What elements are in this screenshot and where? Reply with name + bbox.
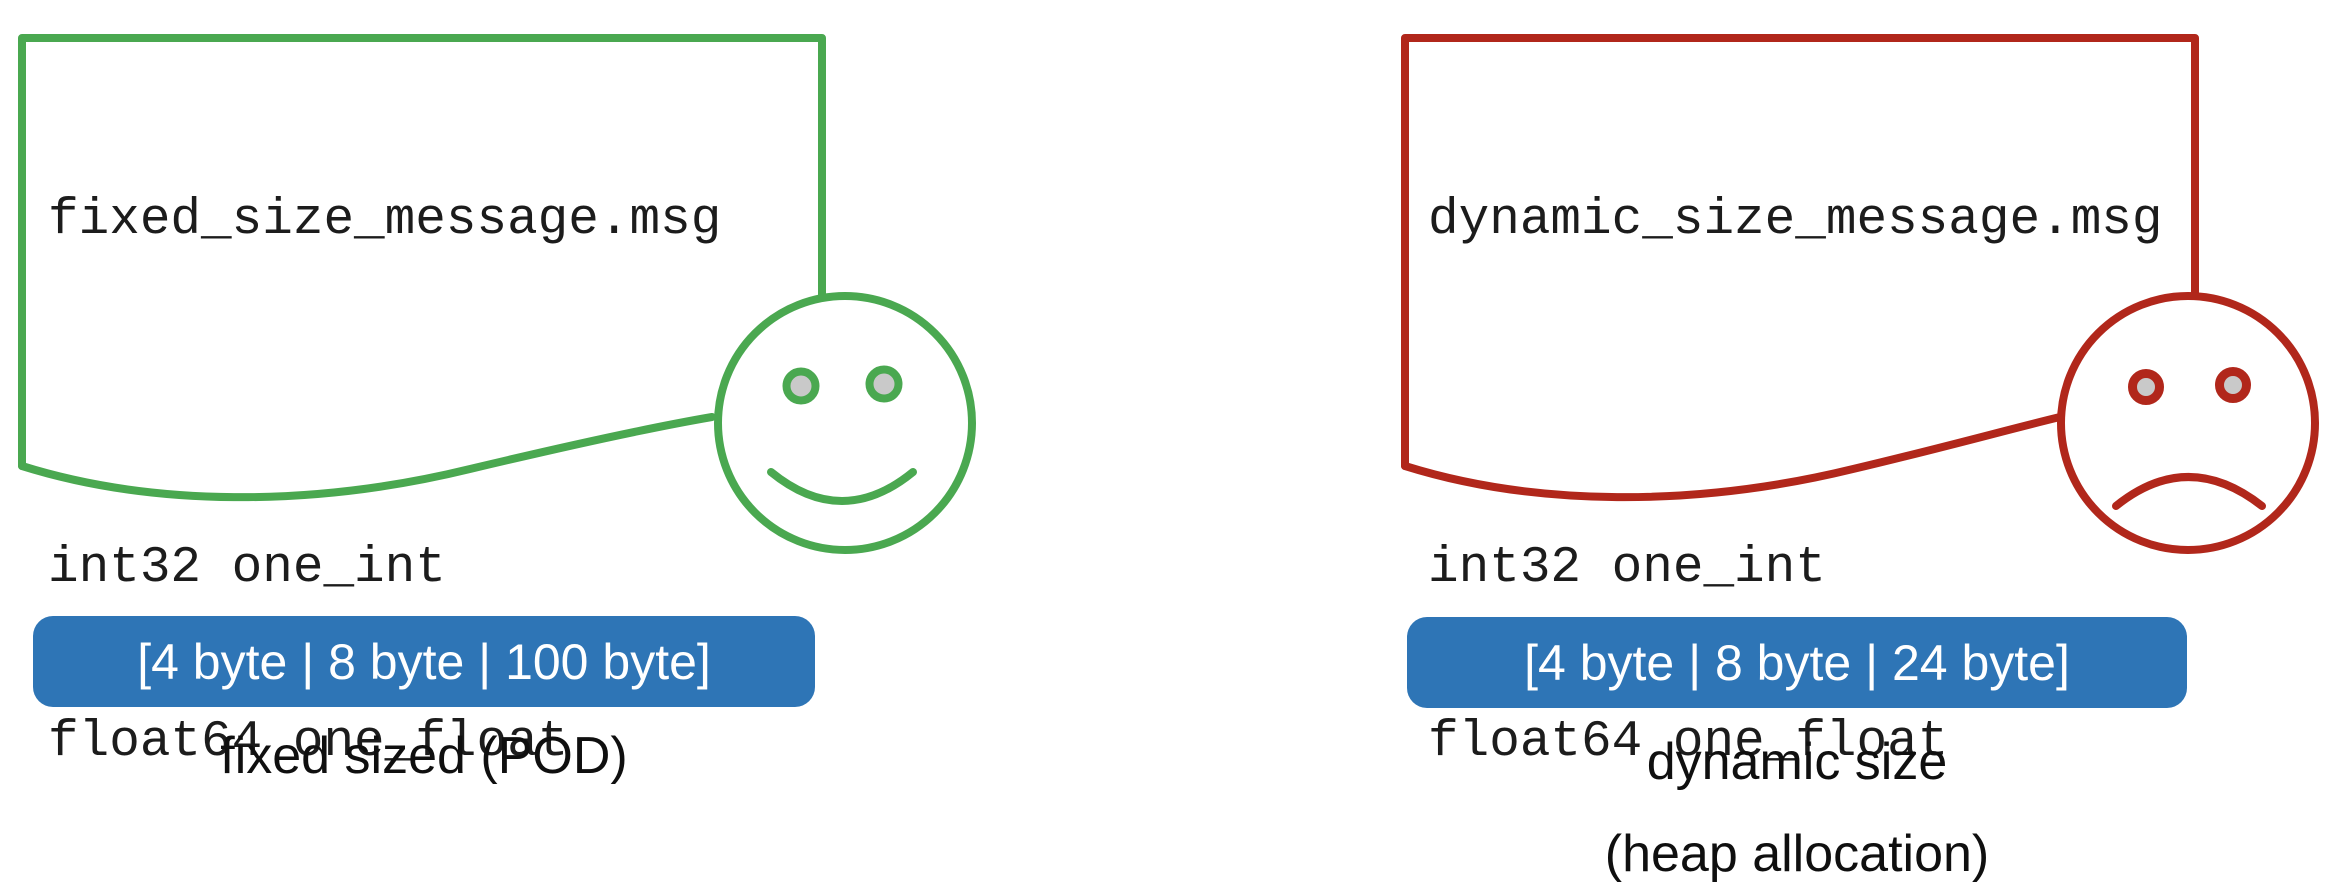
dynamic-size-byte-badge: [4 byte | 8 byte | 24 byte]	[1407, 617, 2187, 708]
dynamic-size-caption: dynamic size (heap allocation)	[1407, 716, 2187, 884]
happy-face-head	[714, 292, 976, 554]
dynamic-int-field: int32 one_int	[1428, 540, 1826, 597]
sad-face-right-eye	[2215, 367, 2251, 403]
happy-face-left-eye	[782, 367, 820, 405]
sad-face-icon	[2057, 292, 2319, 554]
happy-face-right-eye	[865, 365, 903, 403]
sad-face-frown	[2112, 473, 2266, 510]
blank-line	[1428, 366, 2163, 424]
sad-face-head	[2057, 292, 2319, 554]
fixed-size-byte-badge: [4 byte | 8 byte | 100 byte]	[33, 616, 815, 707]
sad-face-left-eye	[2128, 369, 2164, 405]
happy-face-icon	[714, 292, 976, 554]
dynamic-message-box-outline	[1401, 34, 2199, 502]
fixed-message-filename: fixed_size_message.msg	[48, 192, 722, 249]
dynamic-float-field: float64 one_float	[1428, 714, 1949, 771]
dynamic-size-caption-line1: dynamic size	[1646, 733, 1948, 791]
fixed-int-field: int32 one_int	[48, 540, 446, 597]
dynamic-size-caption-line2: (heap allocation)	[1604, 825, 1990, 883]
fixed-message-code: fixed_size_message.msg int32 one_int flo…	[48, 76, 721, 884]
happy-face-smile	[767, 468, 917, 505]
dynamic-message-code: dynamic_size_message.msg int32 one_int f…	[1428, 76, 2163, 884]
fixed-float-field: float64 one_float	[48, 714, 569, 771]
fixed-message-box-outline	[18, 34, 826, 502]
blank-line	[48, 366, 721, 424]
dynamic-message-filename: dynamic_size_message.msg	[1428, 192, 2163, 249]
fixed-size-caption: fixed sized (POD)	[220, 727, 628, 785]
